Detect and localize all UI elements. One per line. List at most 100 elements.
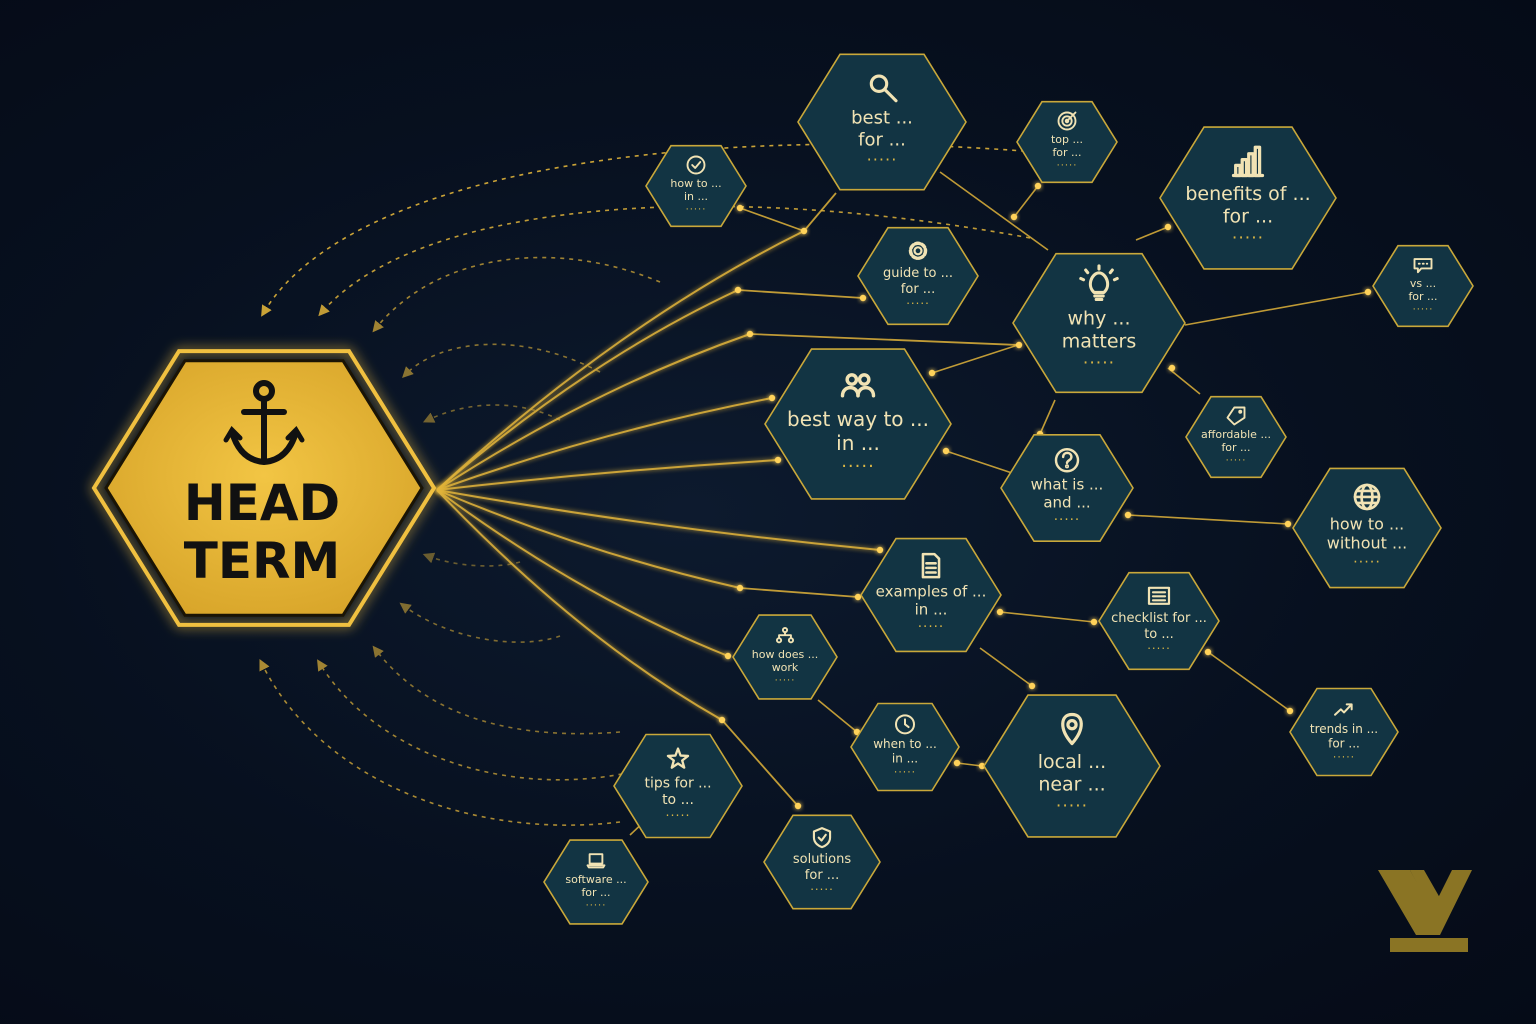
- globe-icon: [1353, 483, 1381, 511]
- keyword-node-hexagon: [797, 53, 967, 191]
- keyword-node-hexagon: [1372, 244, 1474, 328]
- search-icon: [869, 74, 898, 103]
- target-icon: [1057, 111, 1077, 131]
- keyword-node-label: in ...: [915, 600, 948, 618]
- keyword-node-label: affordable ...: [1201, 428, 1271, 441]
- keyword-node-hexagon: [1000, 433, 1134, 543]
- keyword-node-dots: .....: [1232, 224, 1264, 244]
- keyword-node-hexagon: [860, 537, 1002, 653]
- head-term-body: [104, 359, 424, 617]
- branch-link-line: [749, 333, 1020, 346]
- keyword-node-label: when to ...: [873, 737, 937, 751]
- head-link-line: [436, 489, 729, 657]
- junction-dot: [1028, 682, 1036, 690]
- head-link-line: [436, 489, 741, 589]
- keyword-node-dots: .....: [1333, 748, 1355, 761]
- keyword-node-dots: .....: [686, 202, 707, 213]
- keyword-node-label: work: [772, 661, 799, 674]
- keyword-node-dots: .....: [918, 615, 944, 631]
- keyword-node[interactable]: guide to ...for ........: [857, 226, 979, 326]
- keyword-node-label: trends in ...: [1310, 722, 1378, 736]
- node-link-line: [1207, 651, 1291, 712]
- keyword-node-dots: .....: [1057, 158, 1078, 169]
- keyword-node[interactable]: best way to ...in ........: [764, 348, 952, 500]
- keyword-node-label: checklist for ...: [1111, 611, 1207, 626]
- keyword-node-hexagon: [1289, 687, 1399, 777]
- return-arrow: [372, 256, 661, 333]
- keyword-node[interactable]: vs ...for ........: [1372, 244, 1474, 328]
- junction-dot: [928, 369, 936, 377]
- keyword-node[interactable]: top ...for ........: [1016, 100, 1118, 184]
- keyword-node-label: for ...: [581, 886, 610, 899]
- keyword-node-dots: .....: [906, 293, 930, 307]
- head-link-line: [436, 230, 805, 491]
- junction-dot: [876, 546, 884, 554]
- keyword-node[interactable]: software ...for ........: [543, 839, 649, 925]
- junction-dot: [794, 802, 802, 810]
- junction-dot: [746, 330, 754, 338]
- head-term-line1: HEAD: [184, 474, 340, 532]
- keyword-node[interactable]: best ...for ........: [797, 53, 967, 191]
- head-link-line: [436, 397, 773, 491]
- clock-icon: [895, 714, 915, 735]
- junction-dot: [724, 652, 732, 660]
- keyword-node[interactable]: how does ...work.....: [732, 614, 838, 700]
- keyword-node[interactable]: affordable ...for ........: [1185, 395, 1287, 479]
- keyword-node-label: tips for ...: [644, 775, 711, 791]
- keyword-node-hexagon: [857, 226, 979, 326]
- keyword-node-dots: .....: [1147, 638, 1171, 652]
- chat-icon: [1413, 258, 1433, 274]
- keyword-node-label: how to ...: [670, 177, 721, 190]
- head-link-line: [436, 489, 723, 721]
- keyword-node-label: for ...: [805, 868, 839, 883]
- keyword-node[interactable]: when to ...in ........: [850, 702, 960, 792]
- monogram-logo: [1378, 870, 1472, 952]
- keyword-node-dots: .....: [1054, 508, 1080, 524]
- keyword-node[interactable]: what is ...and ........: [1000, 433, 1134, 543]
- return-arrow: [317, 659, 641, 781]
- keyword-node[interactable]: why ...matters.....: [1012, 252, 1186, 394]
- node-link-line: [1013, 185, 1039, 218]
- keyword-node-label: why ...: [1068, 308, 1131, 330]
- trend-icon: [1334, 703, 1353, 716]
- keyword-node-hexagon: [764, 348, 952, 500]
- head-link-line: [436, 489, 881, 551]
- junction-dot: [854, 593, 862, 601]
- keyword-node-dots: .....: [1353, 550, 1381, 566]
- keyword-node[interactable]: examples of ...in ........: [860, 537, 1002, 653]
- keyword-node-hexagon: [983, 694, 1161, 838]
- return-arrow: [372, 645, 621, 735]
- keyword-node-label: local ...: [1038, 751, 1106, 773]
- keyword-node-hexagon: [732, 614, 838, 700]
- keyword-node-dots: .....: [775, 673, 796, 684]
- node-link-line: [739, 207, 805, 232]
- junction-dot: [942, 447, 950, 455]
- return-arrow: [259, 658, 621, 826]
- keyword-node[interactable]: local ...near ........: [983, 694, 1161, 838]
- anchor-icon: [223, 380, 305, 466]
- branch-link-line: [803, 192, 837, 232]
- keyword-node-label: to ...: [662, 792, 694, 808]
- keyword-node[interactable]: benefits of ...for ........: [1159, 126, 1337, 270]
- keyword-node-hexagon: [645, 144, 747, 228]
- junction-dot: [1204, 648, 1212, 656]
- keyword-node-hexagon: [1159, 126, 1337, 270]
- keyword-node[interactable]: tips for ...to ........: [613, 733, 743, 839]
- junction-dot: [774, 456, 782, 464]
- head-term-node[interactable]: HEAD TERM: [91, 349, 437, 627]
- keyword-node-dots: .....: [1083, 349, 1115, 369]
- junction-dot: [1286, 707, 1294, 715]
- keyword-node[interactable]: checklist for ...to ........: [1098, 571, 1220, 671]
- return-arrow: [402, 343, 601, 378]
- keyword-node-label: vs ...: [1410, 277, 1436, 290]
- keyword-node-label: in ...: [892, 751, 918, 765]
- junction-dot: [978, 762, 986, 770]
- node-link-line: [939, 171, 1049, 251]
- keyword-node[interactable]: how to ...in ........: [645, 144, 747, 228]
- node-link-line: [931, 344, 1019, 374]
- keyword-node-label: benefits of ...: [1185, 183, 1310, 205]
- keyword-node[interactable]: trends in ...for ........: [1289, 687, 1399, 777]
- keyword-node-hexagon: [543, 839, 649, 925]
- keyword-node[interactable]: how to ...without ........: [1292, 467, 1442, 589]
